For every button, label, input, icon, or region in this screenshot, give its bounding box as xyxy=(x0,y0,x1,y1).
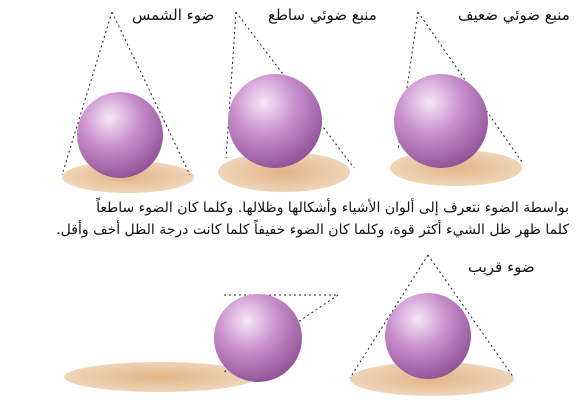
light-ray xyxy=(225,11,237,159)
light-ray xyxy=(111,11,191,176)
label-strong-light: منبع ضوئي ساطع xyxy=(268,6,377,24)
sphere xyxy=(394,74,488,168)
sphere xyxy=(214,294,302,382)
light-ray xyxy=(349,254,429,379)
label-sunlight: ضوء الشمس xyxy=(132,6,215,24)
light-ray xyxy=(427,254,515,379)
shadow-ellipse xyxy=(64,362,256,392)
scene-near-light xyxy=(349,254,515,396)
description-line-1: بواسطة الضوء نتعرف إلى ألوان الأشياء وأش… xyxy=(96,200,569,216)
shadow-ellipse xyxy=(218,152,350,192)
sphere xyxy=(385,293,471,379)
scene-side-light xyxy=(64,294,339,392)
shadow-ellipse xyxy=(350,362,514,396)
scene-weak-light xyxy=(390,11,523,186)
sphere xyxy=(77,92,163,178)
light-ray xyxy=(61,11,113,176)
sphere xyxy=(228,74,322,168)
scene-strong-light xyxy=(218,11,355,192)
label-weak-light: منبع ضوئي ضعيف xyxy=(458,6,570,24)
label-near-light: ضوء قريب xyxy=(468,258,535,276)
description-line-2: كلما ظهر ظل الشيء أكثر قوة، وكلما كان ال… xyxy=(56,222,569,238)
scene-sunlight xyxy=(61,11,194,193)
